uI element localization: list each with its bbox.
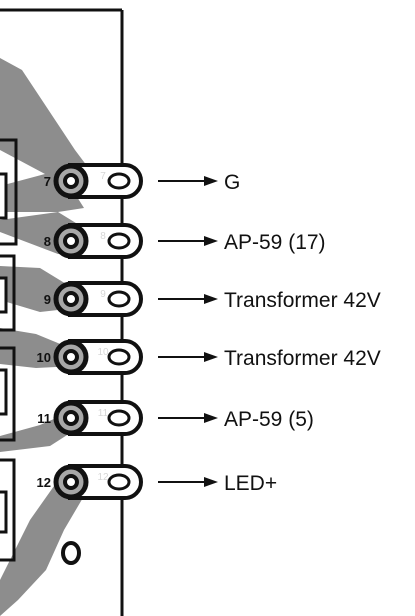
pin-number: 10 <box>37 350 51 365</box>
component-blocks <box>0 138 18 562</box>
copper-traces <box>0 58 90 616</box>
connection-label: Transformer 42V <box>224 289 381 312</box>
lug-slot <box>107 348 131 366</box>
terminal-eyelet <box>63 233 79 249</box>
pad-mark: 11 <box>98 408 109 419</box>
arrow-head-icon <box>204 294 218 304</box>
connection-label: LED+ <box>224 472 277 495</box>
arrow-head-icon <box>204 413 218 423</box>
terminal-eyelet <box>63 474 79 490</box>
terminal-eyelet <box>63 291 79 307</box>
solder-lug <box>68 223 143 259</box>
terminal-eyelet <box>63 349 79 365</box>
solder-lug <box>68 163 143 199</box>
arrow-head-icon <box>204 176 218 186</box>
pin-number: 9 <box>44 292 51 307</box>
pin-row-10: 10 10 Transformer 42V <box>37 339 381 375</box>
mounting-hole <box>61 541 81 565</box>
arrow-head-icon <box>204 477 218 487</box>
solder-lug <box>68 339 143 375</box>
pin-row-12: 12 12 LED+ <box>37 464 277 500</box>
connection-label: G <box>224 171 240 194</box>
connection-label: AP-59 (5) <box>224 408 314 431</box>
pin-number: 11 <box>37 411 51 426</box>
solder-lug <box>68 281 143 317</box>
pad-mark: 7 <box>100 171 106 182</box>
pad-mark: 12 <box>97 472 109 483</box>
pin-row-11: 11 11 AP-59 (5) <box>37 400 314 436</box>
connection-label: AP-59 (17) <box>224 231 326 254</box>
solder-lug <box>68 400 143 436</box>
lug-slot <box>107 473 131 491</box>
lug-slot <box>107 232 131 250</box>
lug-slot <box>107 172 131 190</box>
pad-mark: 9 <box>100 289 106 300</box>
pad-mark: 8 <box>100 231 106 242</box>
pin-number: 8 <box>44 234 51 249</box>
pin-row-9: 9 9 Transformer 42V <box>44 281 381 317</box>
lug-slot <box>107 290 131 308</box>
lug-slot <box>107 409 131 427</box>
pin-number: 12 <box>37 475 51 490</box>
connection-label: Transformer 42V <box>224 347 381 370</box>
arrow-head-icon <box>204 236 218 246</box>
pin-number: 7 <box>44 174 51 189</box>
arrow-head-icon <box>204 352 218 362</box>
pad-mark: 10 <box>97 347 109 358</box>
solder-lug <box>68 464 143 500</box>
pin-row-8: 8 8 AP-59 (17) <box>44 223 326 259</box>
terminal-eyelet <box>63 173 79 189</box>
pin-row-7: 7 7 G <box>44 163 240 199</box>
terminal-eyelet <box>63 410 79 426</box>
